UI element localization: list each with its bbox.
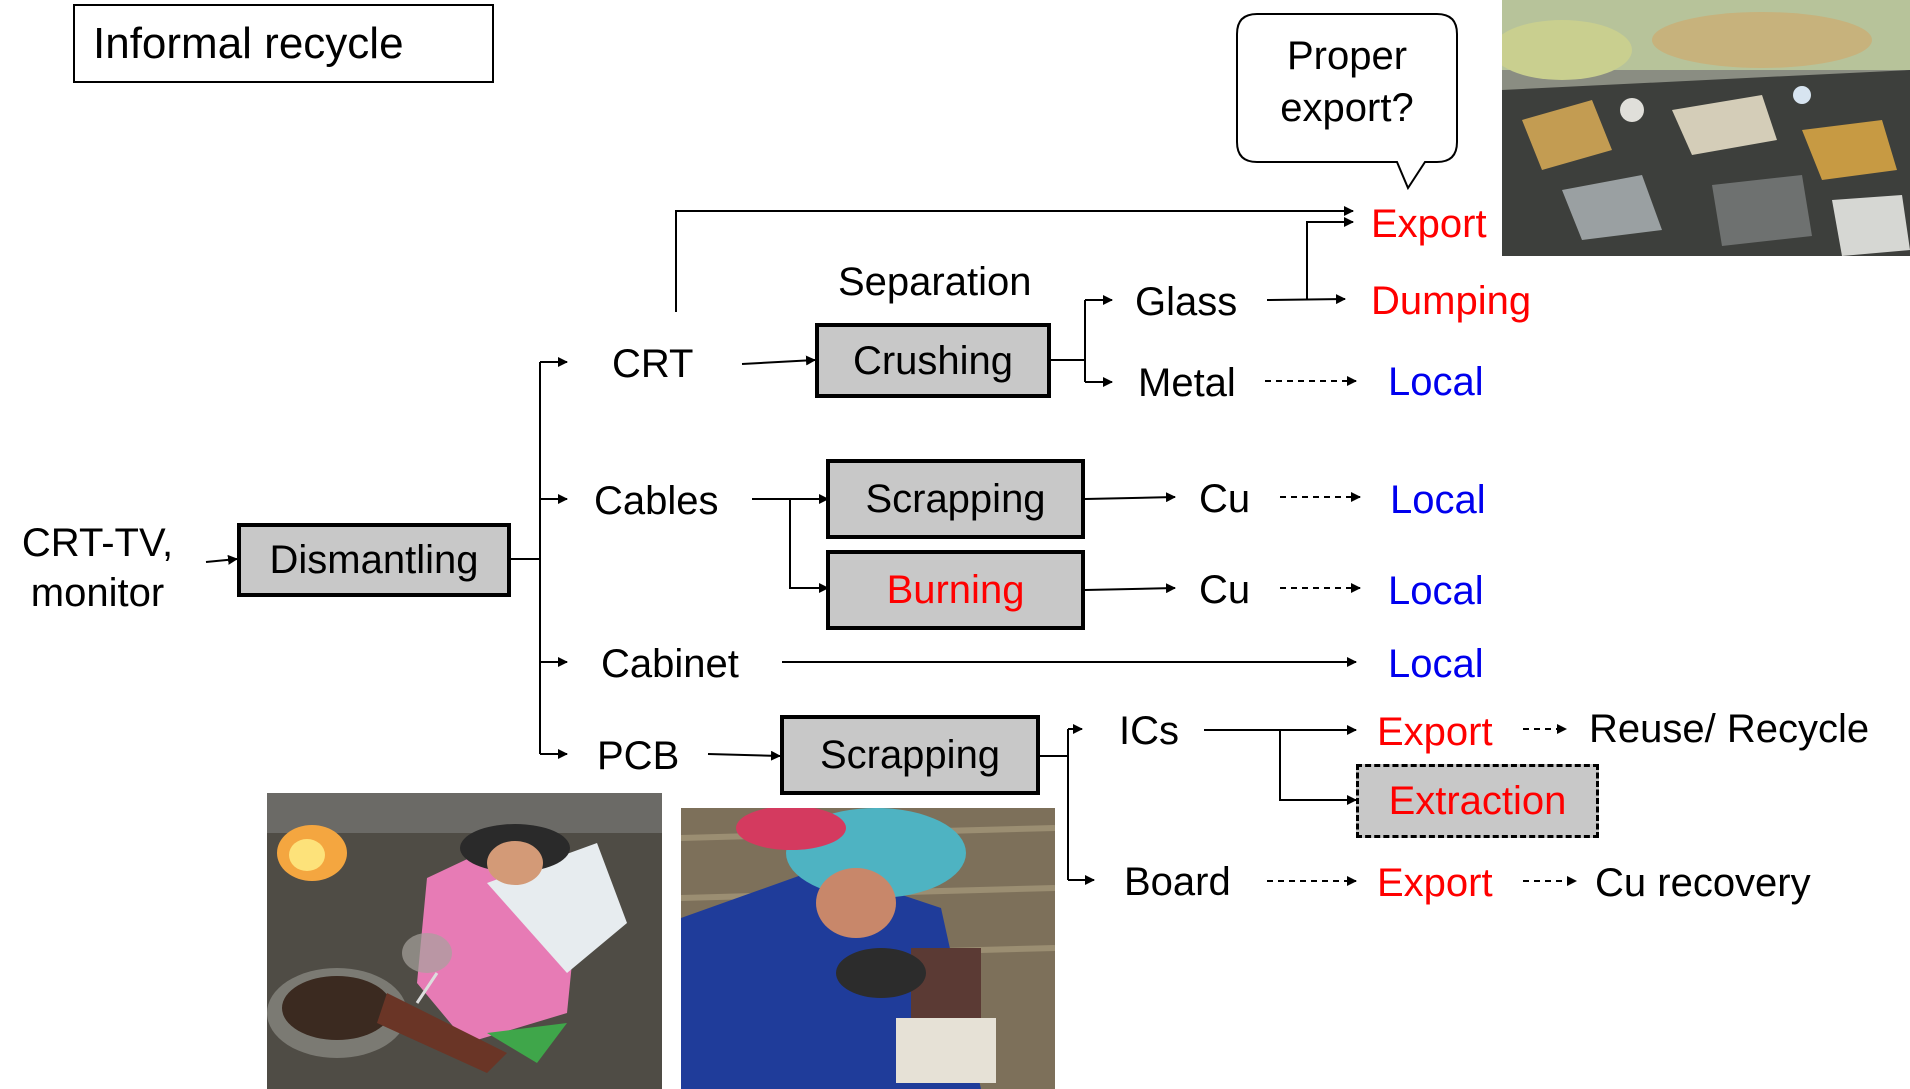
callout-line-2: export?: [1280, 86, 1414, 130]
reuse-recycle-label: Reuse/ Recycle: [1589, 707, 1870, 751]
callout-line-1: Proper: [1286, 34, 1408, 78]
cu-label-2: Cu: [1199, 568, 1251, 612]
pcb-label: PCB: [597, 734, 680, 778]
burning-photo: [267, 793, 662, 1089]
local-cabinet-label: Local: [1388, 642, 1484, 686]
dismantling-box: Dismantling: [237, 523, 511, 597]
scrapping-pcb-box: Scrapping: [780, 715, 1040, 795]
cu-label-1: Cu: [1199, 477, 1251, 521]
input-line-2: monitor: [30, 571, 165, 615]
extraction-box: Extraction: [1356, 764, 1599, 838]
diagram-title: Informal recycle: [73, 4, 494, 83]
scrapping-cables-box: Scrapping: [826, 459, 1085, 539]
ics-label: ICs: [1119, 709, 1179, 753]
dumping-label: Dumping: [1371, 279, 1532, 323]
local-metal-label: Local: [1388, 360, 1484, 404]
input-label: CRT-TV, monitor: [15, 518, 180, 618]
separation-label: Separation: [838, 260, 1032, 304]
cu-recovery-label: Cu recovery: [1595, 861, 1811, 905]
cables-label: Cables: [594, 479, 719, 523]
local-cu1-label: Local: [1390, 478, 1486, 522]
glass-label: Glass: [1135, 280, 1238, 324]
dump-site-photo: [1502, 0, 1910, 256]
crushing-box: Crushing: [815, 323, 1051, 398]
cabinet-label: Cabinet: [601, 642, 739, 686]
pcb-scrapping-photo: [681, 808, 1055, 1089]
export-top-label: Export: [1371, 202, 1487, 246]
burning-box: Burning: [826, 550, 1085, 630]
input-line-1: CRT-TV,: [21, 521, 174, 565]
crt-label: CRT: [612, 342, 694, 386]
export-ics-label: Export: [1377, 710, 1493, 754]
export-board-label: Export: [1377, 861, 1493, 905]
speech-bubble: [1236, 13, 1458, 190]
board-label: Board: [1124, 860, 1231, 904]
metal-label: Metal: [1138, 361, 1236, 405]
local-cu2-label: Local: [1388, 569, 1484, 613]
callout-text: Proper export?: [1238, 30, 1456, 134]
